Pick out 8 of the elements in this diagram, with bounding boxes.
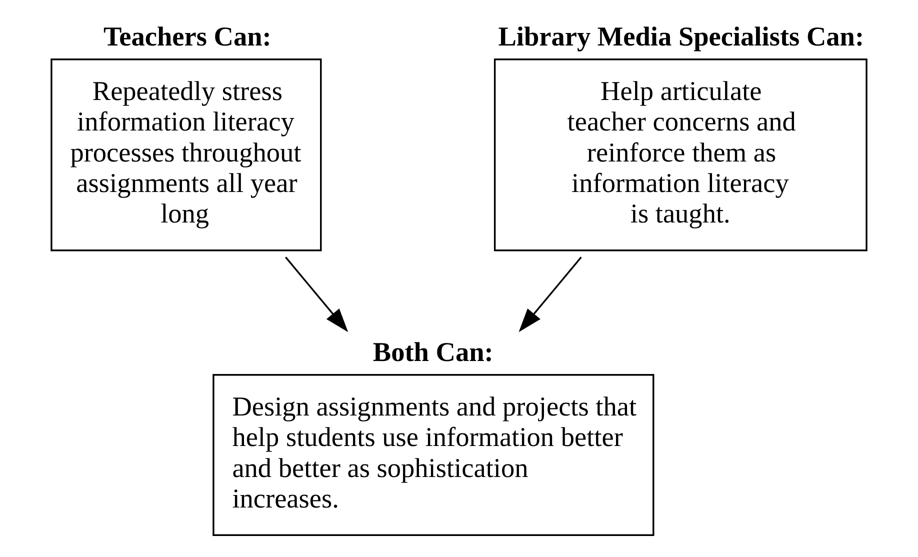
node-label: Both Can: (372, 336, 494, 367)
node-label: Teachers Can: (103, 21, 272, 52)
node-label: Library Media Specialists Can: (498, 21, 864, 52)
node-box: Help articulate teacher concerns and reinforce them as information literacy is taught. (494, 58, 868, 252)
node-box: Repeatedly stress information literacy processes throughout assignments all year long (50, 58, 322, 252)
node-box: Design assignments and projects that help students use information better and better as sophistication increases. (212, 374, 654, 536)
arrow (518, 256, 582, 332)
arrow (285, 256, 348, 332)
